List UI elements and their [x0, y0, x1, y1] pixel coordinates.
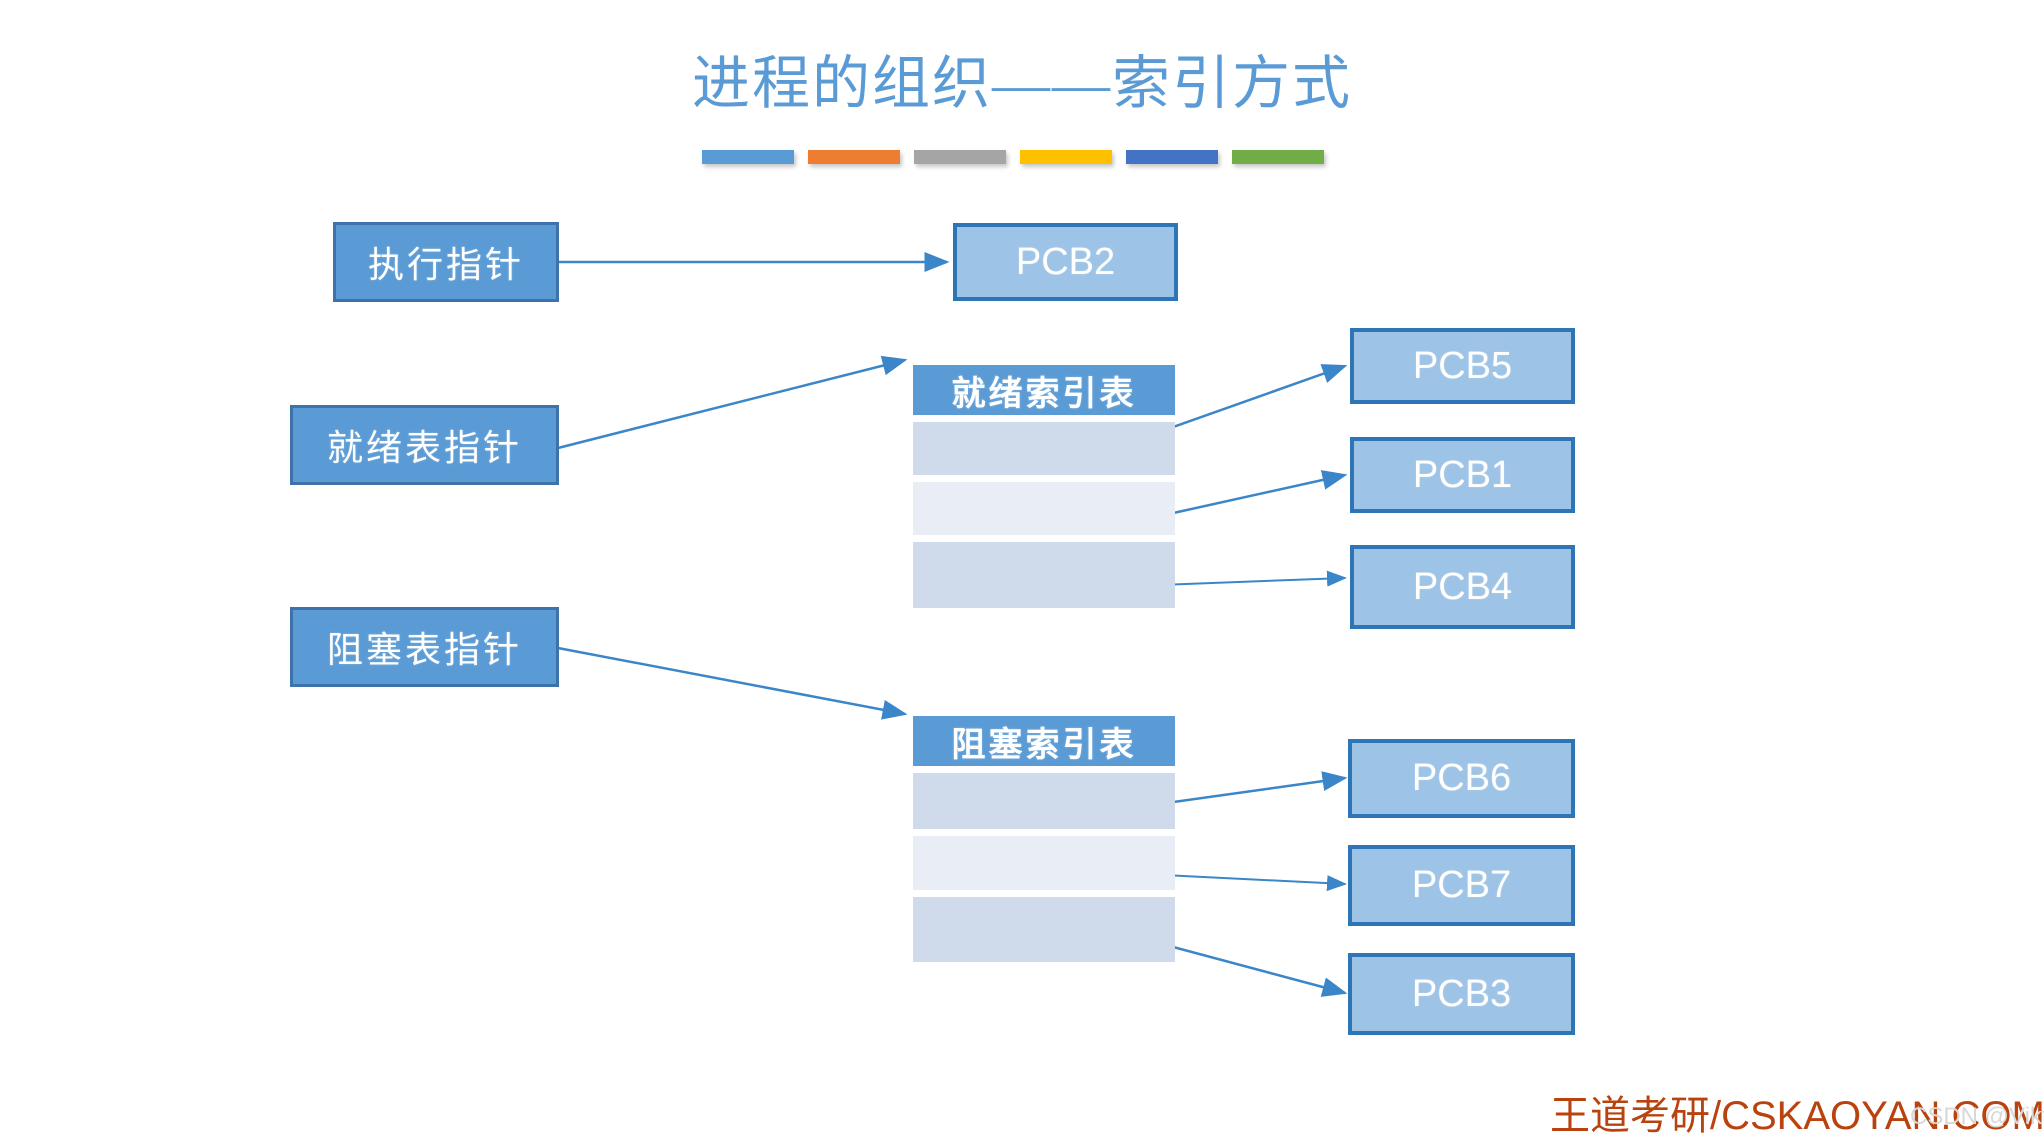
blocked-pointer-box[interactable]: 阻塞表指针	[290, 607, 559, 687]
run-pointer-label: 执行指针	[367, 245, 524, 285]
blocked-index-table-header: 阻塞索引表	[913, 716, 1175, 766]
pcb-block-pcb1[interactable]: PCB1	[1350, 437, 1575, 513]
pcb-label: PCB6	[1411, 757, 1512, 799]
table-row[interactable]	[913, 482, 1175, 535]
pcb-label: PCB3	[1411, 972, 1512, 1015]
table-row[interactable]	[913, 542, 1175, 608]
pcb-block-pcb3[interactable]: PCB3	[1348, 953, 1575, 1035]
accent-bar-yellow	[1020, 150, 1112, 164]
table-row[interactable]	[913, 422, 1175, 475]
run-pointer-box[interactable]: 执行指针	[333, 222, 559, 302]
ready-index-table[interactable]: 就绪索引表	[913, 365, 1175, 608]
pcb-block-pcb7[interactable]: PCB7	[1348, 845, 1575, 926]
pcb-label: PCB2	[1015, 240, 1116, 283]
accent-bar-blue	[702, 150, 794, 164]
table-row[interactable]	[913, 836, 1175, 890]
accent-bar-darkblue	[1126, 150, 1218, 164]
ready-pointer-label: 就绪表指针	[326, 428, 522, 468]
page-title: 进程的组织——索引方式	[691, 51, 1352, 116]
ready-index-table-header: 就绪索引表	[913, 365, 1175, 415]
blocked-index-table[interactable]: 阻塞索引表	[913, 716, 1175, 962]
pcb-block-pcb5[interactable]: PCB5	[1350, 328, 1575, 404]
accent-bar-orange	[808, 150, 900, 164]
pcb-block-pcb6[interactable]: PCB6	[1348, 739, 1575, 818]
table-row[interactable]	[913, 897, 1175, 962]
pcb-block-pcb4[interactable]: PCB4	[1350, 545, 1575, 629]
pcb-label: PCB4	[1412, 565, 1513, 608]
pcb-label: PCB1	[1412, 453, 1513, 496]
footer-watermark: CSDN @Viktoriae	[1910, 1103, 2044, 1130]
blocked-pointer-label: 阻塞表指针	[326, 630, 522, 670]
footer-brand: 王道考研/CSKAOYAN.COM	[1550, 1094, 2044, 1138]
accent-bar-green	[1232, 150, 1324, 164]
pcb-label: PCB7	[1411, 864, 1512, 906]
pcb-block-pcb2[interactable]: PCB2	[953, 223, 1178, 301]
pcb-label: PCB5	[1412, 344, 1513, 387]
accent-bar-gray	[914, 150, 1006, 164]
ready-pointer-box[interactable]: 就绪表指针	[290, 405, 559, 485]
accent-bar-strip	[702, 150, 1324, 164]
table-row[interactable]	[913, 773, 1175, 829]
